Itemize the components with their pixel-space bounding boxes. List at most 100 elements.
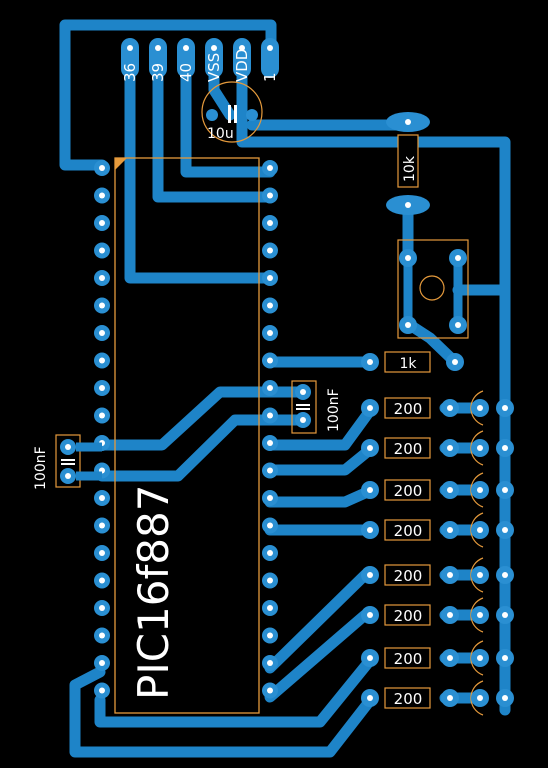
pad-hole <box>267 220 273 226</box>
pad-hole <box>447 405 453 411</box>
led-row: 200 <box>361 430 514 466</box>
pad-hole <box>502 572 508 578</box>
pad-hole <box>239 45 245 51</box>
capacitor-100nf-right: 100nF <box>291 380 342 434</box>
pad-hole <box>267 385 273 391</box>
trace-led-7 <box>94 652 378 728</box>
pad-hole <box>367 612 373 618</box>
resistor-1k: 1k <box>361 351 464 373</box>
ic-pin1-marker <box>115 158 127 170</box>
pad-hole <box>267 192 273 199</box>
cap-100nf-right-label: 100nF <box>326 388 342 432</box>
led-outline <box>470 390 484 426</box>
ic-pins <box>94 160 278 699</box>
header-pin-label: 40 <box>177 63 195 82</box>
pad-hole <box>367 572 373 578</box>
ic-label: PIC16f887 <box>129 485 178 700</box>
trace-100nf-right-a <box>96 386 308 451</box>
pad-hole <box>477 405 483 411</box>
header-pad <box>177 38 195 78</box>
pad-hole <box>99 550 105 556</box>
resistor-body <box>384 647 431 669</box>
pad-hole <box>211 45 217 51</box>
pad-hole <box>267 467 273 474</box>
button-actuator <box>419 275 445 301</box>
pad-hole <box>267 522 273 529</box>
pad-hole <box>99 687 105 694</box>
pad-hole <box>447 572 453 578</box>
pad-hole <box>405 202 411 208</box>
pad-hole <box>502 612 508 618</box>
led-outline <box>470 430 484 466</box>
pad-hole <box>502 487 508 493</box>
resistor-200-label: 200 <box>394 607 423 625</box>
pad-hole <box>477 445 483 451</box>
resistor-body <box>384 604 431 626</box>
cap-outline <box>55 434 81 488</box>
led-outline <box>470 472 484 508</box>
pad-hole <box>99 330 105 336</box>
pad-hole <box>155 45 161 51</box>
pad-hole <box>99 522 105 529</box>
resistor-1k-label: 1k <box>399 356 417 372</box>
trace-res-led <box>439 402 486 704</box>
pad-hole <box>367 487 373 493</box>
header-pads <box>121 38 279 78</box>
pad-hole <box>367 655 373 661</box>
pad-hole <box>405 119 411 125</box>
resistor-200-label: 200 <box>394 522 423 540</box>
pad-hole <box>367 527 373 533</box>
pad-hole <box>447 487 453 493</box>
pad-hole <box>267 577 273 584</box>
pad-hole <box>99 192 105 199</box>
button-outline <box>397 239 469 339</box>
pad-hole <box>267 412 273 419</box>
led-outline <box>470 597 484 633</box>
pad-hole <box>447 527 453 533</box>
cap-100nf-left-label: 100nF <box>33 446 49 490</box>
pad-hole <box>267 550 273 556</box>
pad-hole <box>267 357 273 364</box>
resistor-body <box>384 519 431 541</box>
pad-hole <box>267 495 273 501</box>
resistor-body <box>397 134 419 188</box>
header-pad <box>121 38 139 78</box>
electrolytic-capacitor: 10u <box>201 81 263 143</box>
resistor-body <box>384 351 431 373</box>
pad-hole <box>447 695 453 701</box>
ic-pic16f887: PIC16f887 <box>94 157 278 714</box>
led-outline <box>470 680 484 716</box>
header-pin-label: 36 <box>121 63 139 82</box>
pad-hole <box>99 275 105 281</box>
push-button <box>397 239 469 339</box>
cap-outline <box>201 81 263 143</box>
resistor-body <box>384 479 431 501</box>
pad-hole <box>99 165 105 171</box>
trace-led-1 <box>264 402 378 451</box>
pad-hole <box>447 655 453 661</box>
trace-pin39 <box>152 49 276 203</box>
pad-hole <box>502 695 508 701</box>
resistor-body <box>384 437 431 459</box>
header-pad <box>205 38 223 78</box>
pad-hole <box>267 275 273 281</box>
led-row: 200 <box>361 557 514 593</box>
led-outline <box>470 640 484 676</box>
pad-hole <box>367 695 373 701</box>
resistor-200-label: 200 <box>394 650 423 668</box>
pad-hole <box>477 527 483 533</box>
trace-pin40 <box>180 49 276 178</box>
pad-hole <box>267 605 273 611</box>
pad-hole <box>477 612 483 618</box>
trace-led-2 <box>264 442 378 476</box>
pad-hole <box>127 45 133 51</box>
pad-hole <box>267 45 273 51</box>
led-row: 200 <box>361 390 514 426</box>
led-row: 200 <box>361 472 514 508</box>
pad-hole <box>267 632 273 639</box>
led-row: 200 <box>361 597 514 633</box>
pad-hole <box>477 655 483 661</box>
